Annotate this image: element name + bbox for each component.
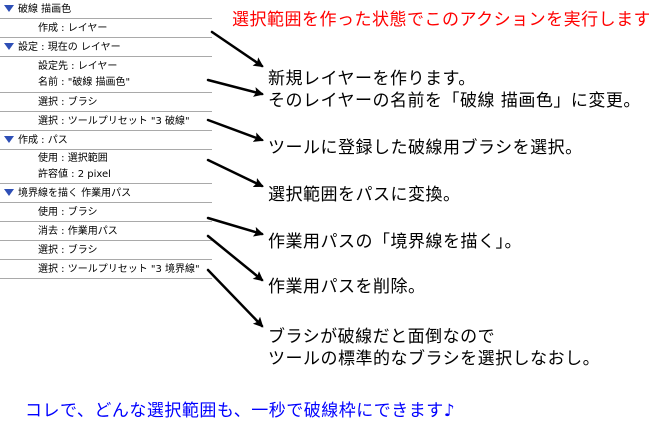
step-label: 設定 : 現在の レイヤー [18, 42, 121, 53]
step-label: 選択 : ツールプリセット "3 境界線" [38, 264, 200, 275]
expand-triangle-icon[interactable] [4, 189, 14, 196]
step-detail-line: 設定先 : レイヤー [38, 61, 118, 72]
annotation-delete-path: 作業用パスを削除。 [268, 277, 426, 297]
action-step-set-layer-details[interactable]: 設定先 : レイヤー 名前 : "破線 描画色" [0, 57, 212, 93]
action-name: 破線 描画色 [18, 4, 72, 15]
annotation-rename-layer: そのレイヤーの名前を「破線 描画色」に変更。 [268, 91, 641, 111]
expand-triangle-icon[interactable] [4, 136, 14, 143]
annotation-stroke-path: 作業用パスの「境界線を描く」。 [268, 232, 522, 252]
action-step-select-brush-2[interactable]: 選択 : ブラシ [0, 241, 212, 260]
expand-triangle-icon[interactable] [4, 43, 14, 50]
action-step-delete-path[interactable]: 消去 : 作業用パス [0, 222, 212, 241]
arrow-to-reselect-brush [206, 268, 264, 328]
annotation-select-dash-brush: ツールに登録した破線用ブラシを選択。 [268, 138, 583, 158]
action-step-create-path[interactable]: 作成 : パス [0, 131, 212, 150]
annotation-new-layer: 新規レイヤーを作ります。 [268, 69, 476, 89]
arrow-to-stroke-path [206, 216, 264, 237]
step-label: 選択 : ブラシ [38, 97, 98, 108]
expand-triangle-icon[interactable] [4, 5, 14, 12]
step-label: 消去 : 作業用パス [38, 226, 118, 237]
step-label: 選択 : ツールプリセット "3 破線" [38, 116, 190, 127]
footer-text: コレで、どんな選択範囲も、一秒で破線枠にできます♪ [25, 401, 456, 421]
action-step-create-path-details[interactable]: 使用 : 選択範囲 許容値 : 2 pixel [0, 150, 212, 184]
headline-text: 選択範囲を作った状態でこのアクションを実行します。 [232, 10, 649, 30]
action-step-select-preset-border[interactable]: 選択 : ツールプリセット "3 境界線" [0, 260, 212, 279]
actions-panel: 破線 描画色 作成 : レイヤー 設定 : 現在の レイヤー 設定先 : レイヤ… [0, 0, 216, 279]
action-step-select-brush[interactable]: 選択 : ブラシ [0, 93, 212, 112]
action-step-stroke-path[interactable]: 境界線を描く 作業用パス [0, 184, 212, 203]
arrow-to-rename-layer [206, 78, 264, 97]
action-step-create-layer[interactable]: 作成 : レイヤー [0, 19, 212, 38]
step-detail-line: 名前 : "破線 描画色" [38, 77, 131, 88]
arrow-to-delete-path [206, 234, 264, 282]
arrow-to-create-layer [210, 30, 264, 68]
annotation-convert-to-path: 選択範囲をパスに変換。 [268, 185, 461, 205]
action-row-1[interactable]: 破線 描画色 [0, 0, 212, 19]
action-step-use-brush[interactable]: 使用 : ブラシ [0, 203, 212, 222]
step-detail-line: 使用 : 選択範囲 [38, 153, 108, 164]
step-label: 作成 : パス [18, 135, 68, 146]
step-label: 作成 : レイヤー [38, 23, 108, 34]
step-label: 選択 : ブラシ [38, 245, 98, 256]
step-label: 使用 : ブラシ [38, 207, 98, 218]
arrow-to-select-preset [206, 118, 264, 142]
annotation-reselect-brush-2: ツールの標準的なブラシを選択しなおし。 [268, 349, 601, 369]
step-detail-line: 許容値 : 2 pixel [38, 169, 111, 180]
annotation-reselect-brush-1: ブラシが破線だと面倒なので [268, 327, 496, 347]
step-label: 境界線を描く 作業用パス [18, 188, 132, 199]
action-step-select-preset-dash[interactable]: 選択 : ツールプリセット "3 破線" [0, 112, 212, 131]
arrow-to-create-path [206, 158, 264, 188]
action-step-set-layer[interactable]: 設定 : 現在の レイヤー [0, 38, 212, 57]
